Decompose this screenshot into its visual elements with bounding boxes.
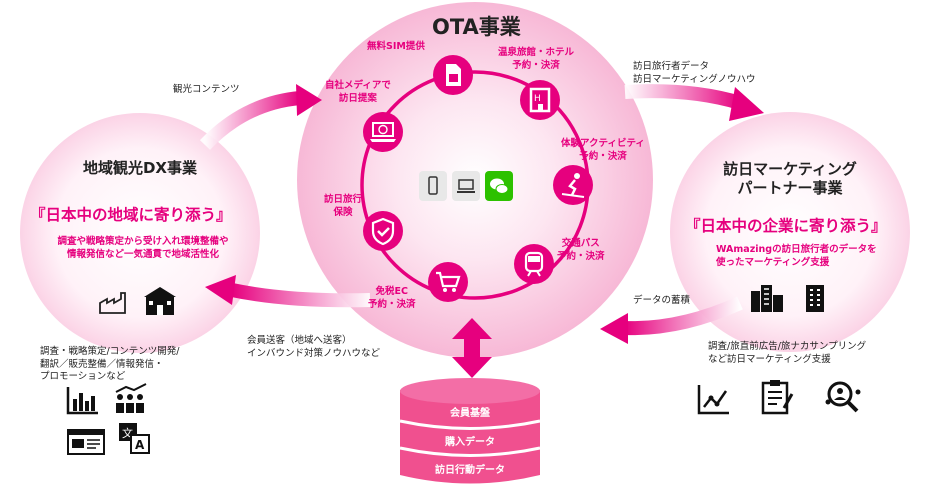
db-purchase-data: 購入データ	[445, 437, 495, 448]
buildings-icon	[749, 283, 785, 313]
db-travel-behavior-data: 訪日行動データ	[435, 465, 505, 476]
wechat-icon	[485, 171, 513, 201]
svg-text:H: H	[534, 94, 541, 104]
service-taxfree-ec: 免税EC 予約・決済	[368, 286, 416, 310]
ski-icon	[552, 164, 594, 206]
arrow-left-to-ota	[199, 91, 301, 150]
line-chart-icon	[697, 383, 731, 415]
hotel-icon: H	[519, 79, 561, 121]
bar-chart-icon	[66, 385, 100, 415]
office-building-icon	[804, 283, 826, 313]
service-onsen-hotel: 温泉旅館・ホテル 予約・決済	[498, 47, 575, 71]
service-activity: 体験アクティビティ 予約・決済	[561, 138, 645, 162]
arrow-right-to-ota	[624, 296, 743, 336]
svg-text:A: A	[135, 438, 145, 452]
service-insurance: 訪日旅行 保険	[324, 194, 363, 218]
ota-title: OTA事業	[432, 15, 521, 39]
right-bottom-text: 調査/旅直前広告/旅ナカサンプリング など訪日マーケティング支援	[708, 341, 867, 365]
search-people-icon	[823, 380, 863, 414]
service-free-sim: 無料SIM提供	[367, 41, 425, 52]
right-business-title: 訪日マーケティング パートナー事業	[723, 160, 857, 197]
svg-text:文: 文	[122, 426, 133, 440]
service-transport-pass: 交通パス 予約・決済	[557, 238, 605, 262]
train-icon	[513, 243, 555, 285]
right-business-circle	[670, 112, 910, 352]
label-traveler-data: 訪日旅行者データ 訪日マーケティングノウハウ	[633, 61, 756, 85]
left-business-circle	[20, 113, 260, 353]
arrow-ota-to-right	[624, 84, 743, 110]
label-tourism-content: 観光コンテンツ	[173, 84, 240, 95]
smartphone-icon	[419, 171, 447, 201]
cart-icon	[427, 261, 469, 303]
clipboard-icon	[760, 378, 794, 416]
factory-icon	[98, 289, 128, 315]
label-member-referral: 会員送客（地域へ送客） インバウンド対策ノウハウなど	[247, 335, 381, 359]
db-member-base: 会員基盤	[450, 408, 490, 419]
database-cylinder	[399, 378, 541, 484]
right-business-description: WAmazingの訪日旅行者のデータを 使ったマーケティング支援	[716, 244, 877, 268]
laptop-icon	[452, 171, 480, 201]
service-own-media: 自社メディアで 訪日提案	[325, 80, 391, 104]
left-business-slogan: 『日本中の地域に寄り添う』	[30, 206, 232, 224]
school-icon	[142, 285, 178, 317]
growth-people-icon	[112, 383, 152, 415]
label-data-accumulation: データの蓄積	[633, 295, 691, 306]
laptop-globe-icon	[362, 111, 404, 153]
web-screen-icon	[66, 428, 106, 456]
left-business-title: 地域観光DX事業	[82, 159, 198, 177]
sim-card-icon	[432, 54, 474, 96]
left-business-description: 調査や戦略策定から受け入れ環境整備や 情報発信など一気通貫で地域活性化	[57, 236, 229, 260]
right-business-slogan: 『日本中の企業に寄り添う』	[685, 217, 887, 235]
shield-check-icon	[362, 210, 404, 252]
arrow-ota-to-left	[230, 283, 371, 308]
left-bottom-text: 調査・戦略策定/コンテンツ開発/ 翻訳／販売整備／情報発信・ プロモーションなど	[40, 346, 180, 382]
